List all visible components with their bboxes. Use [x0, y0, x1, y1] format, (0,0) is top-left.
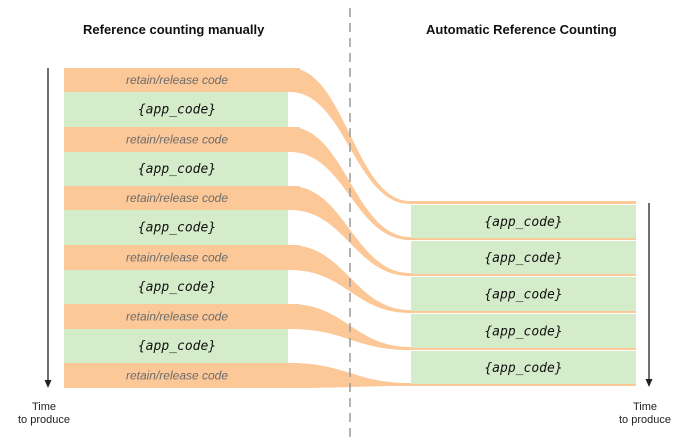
retain-release-label: retain/release code [126, 73, 228, 87]
retain-release-block [64, 68, 300, 92]
arc-app-code-block [411, 314, 636, 348]
arc-app-code-label: {app_code} [484, 215, 562, 230]
retain-release-flow [290, 363, 636, 388]
retain-release-label: retain/release code [126, 251, 228, 265]
arc-app-code-block [411, 351, 636, 384]
app-code-label: {app_code} [138, 162, 216, 177]
app-code-label: {app_code} [138, 221, 216, 236]
time-label-left-line2: to produce [18, 414, 70, 426]
retain-release-block [64, 127, 300, 152]
retain-release-block [64, 245, 300, 270]
time-label-left: Time to produce [18, 401, 70, 427]
app-code-block [64, 92, 288, 127]
manual-rc-title: Reference counting manually [83, 22, 265, 37]
app-code-block [64, 152, 288, 186]
app-code-block [64, 329, 288, 363]
arc-app-code-label: {app_code} [484, 325, 562, 340]
time-label-right-line1: Time [633, 401, 658, 413]
time-arrow-left-head [44, 380, 52, 388]
retain-release-label: retain/release code [126, 191, 228, 205]
retain-release-label: retain/release code [126, 369, 228, 383]
time-label-right: Time to produce [619, 401, 671, 427]
arc-app-code-label: {app_code} [484, 251, 562, 266]
retain-release-block [64, 363, 300, 388]
app-code-label: {app_code} [138, 280, 216, 295]
retain-release-block [64, 304, 300, 329]
retain-release-block [64, 186, 300, 210]
app-code-label: {app_code} [138, 339, 216, 354]
arc-app-code-label: {app_code} [484, 288, 562, 303]
retain-release-label: retain/release code [126, 133, 228, 147]
time-arrow-right-head [645, 379, 653, 387]
app-code-label: {app_code} [138, 103, 216, 118]
time-label-right-line2: to produce [619, 414, 671, 426]
arc-app-code-block [411, 241, 636, 274]
arc-app-code-block [411, 205, 636, 238]
app-code-block [64, 210, 288, 245]
arc-app-code-block [411, 277, 636, 311]
app-code-block [64, 270, 288, 304]
arc-title: Automatic Reference Counting [426, 22, 617, 37]
retain-release-label: retain/release code [126, 310, 228, 324]
arc-app-code-label: {app_code} [484, 361, 562, 376]
time-label-left-line1: Time [32, 401, 57, 413]
